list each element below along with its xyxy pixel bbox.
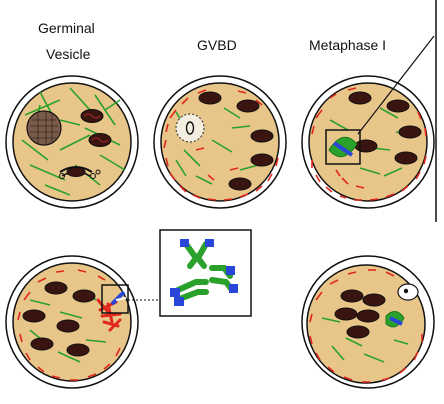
inset-b-panel	[159, 229, 252, 317]
meiotic-spindle	[385, 311, 405, 328]
chromosome-pair	[180, 239, 214, 269]
chromosome-pair	[170, 279, 209, 306]
meiotic-spindle	[110, 290, 127, 306]
spindle-highlight-box	[101, 284, 129, 314]
mitochondria	[334, 289, 386, 339]
gvbd-label: GVBD	[197, 37, 237, 53]
actin-filaments	[311, 87, 427, 201]
oocyte-spindle-migration	[5, 255, 160, 389]
polar-body	[397, 283, 419, 301]
broken-germinal-vesicle	[175, 113, 205, 143]
spindle-highlight-box	[325, 129, 361, 165]
oocyte-metaphase-i	[301, 0, 437, 222]
microtubules	[321, 317, 409, 363]
germinal-vesicle-label-line2: Vesicle	[46, 46, 91, 62]
germinal-vesicle-label-line1: Germinal	[38, 20, 95, 36]
golgi-apparatus	[59, 166, 101, 179]
microtubules	[175, 107, 263, 185]
actin-filaments	[163, 89, 279, 201]
oocyte-gvbd	[153, 75, 287, 209]
nucleolus	[185, 121, 195, 135]
germinal-vesicle-nucleus	[26, 110, 62, 146]
meiotic-spindle	[328, 136, 358, 158]
actin-filaments	[17, 269, 121, 381]
zoom-pointer-line	[357, 35, 435, 135]
mitochondria	[198, 91, 274, 191]
chromosome-pair	[209, 265, 238, 293]
metaphase-label: Metaphase I	[309, 37, 387, 53]
actin-filaments	[309, 269, 423, 383]
mitochondria	[22, 281, 96, 357]
oocyte-germinal-vesicle	[5, 75, 139, 209]
oocyte-polar-body	[301, 255, 435, 389]
